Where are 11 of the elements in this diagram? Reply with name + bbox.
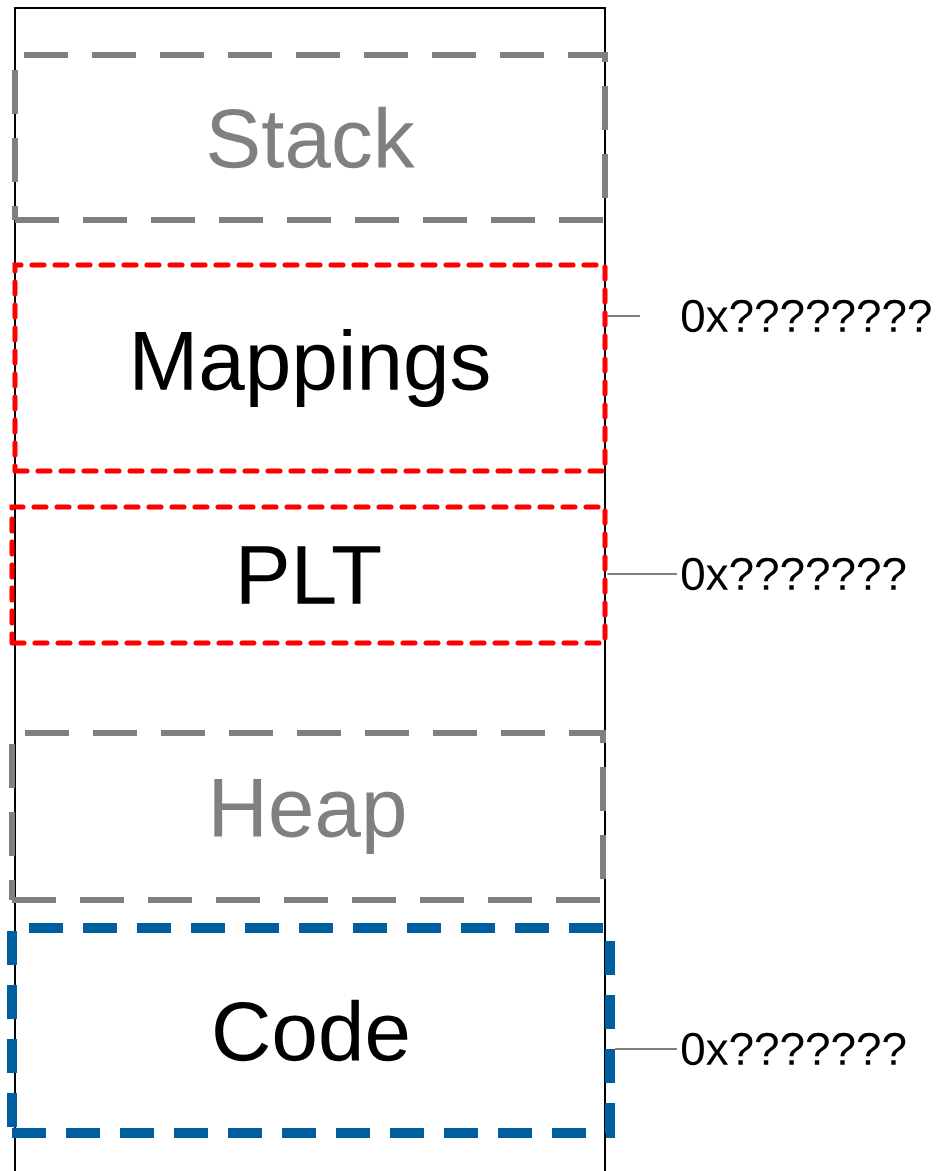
- memory-region-box: Mappings: [12, 262, 608, 474]
- memory-region-box: Code: [7, 923, 615, 1138]
- memory-region-box: Heap: [9, 730, 606, 903]
- address-label: 0x????????: [682, 299, 931, 333]
- leader-line: [614, 1048, 678, 1050]
- memory-region-box: PLT: [9, 504, 608, 646]
- address-label: 0x???????: [682, 1032, 906, 1066]
- leader-line: [606, 315, 641, 317]
- address-label: 0x???????: [682, 557, 906, 591]
- leader-line: [606, 573, 678, 575]
- memory-region-box: Stack: [12, 52, 608, 223]
